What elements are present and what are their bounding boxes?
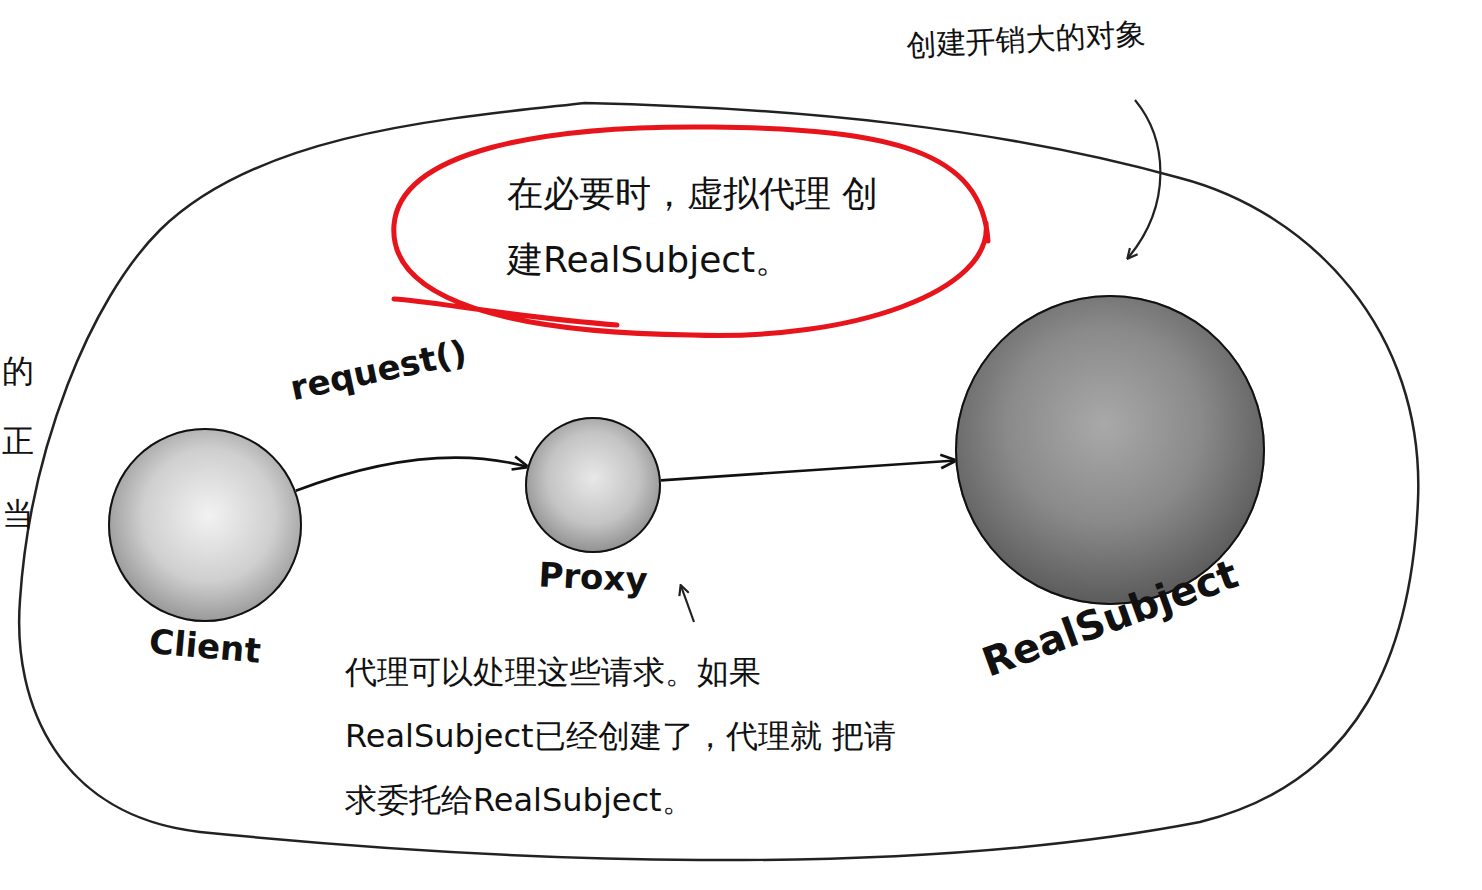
node-label: Proxy xyxy=(537,554,648,600)
node-label: RealSubject xyxy=(976,551,1244,686)
ellipse-stroke xyxy=(394,127,988,336)
proxy-circle: Proxy xyxy=(525,417,661,553)
note-body: 在必要时，虚拟代理 创建RealSubject。 xyxy=(507,161,907,293)
connector-arrow xyxy=(661,460,956,480)
note-ellipse: 在必要时，虚拟代理 创建RealSubject。 xyxy=(392,125,992,337)
node-label: Client xyxy=(148,621,263,671)
page-fragment: 当 xyxy=(2,493,42,537)
ellipse-outline xyxy=(392,125,992,337)
connector-arrow xyxy=(296,458,528,491)
edge-label: request() xyxy=(287,332,470,408)
leader-line xyxy=(1128,100,1160,258)
client-circle: Client xyxy=(108,428,302,622)
leader-line xyxy=(681,586,694,622)
annotation: 创建开销大的对象 xyxy=(905,9,1227,67)
region-outline xyxy=(19,103,1418,860)
annotation: 代理可以处理这些请求。如果 RealSubject已经创建了，代理就 把请求委托… xyxy=(345,640,925,832)
page-fragment: 的 xyxy=(2,350,42,394)
page-fragment: 正 xyxy=(2,420,42,464)
note-text: 在必要时，虚拟代理 创建RealSubject。 xyxy=(507,161,907,293)
realsubject-circle: RealSubject xyxy=(955,295,1265,605)
